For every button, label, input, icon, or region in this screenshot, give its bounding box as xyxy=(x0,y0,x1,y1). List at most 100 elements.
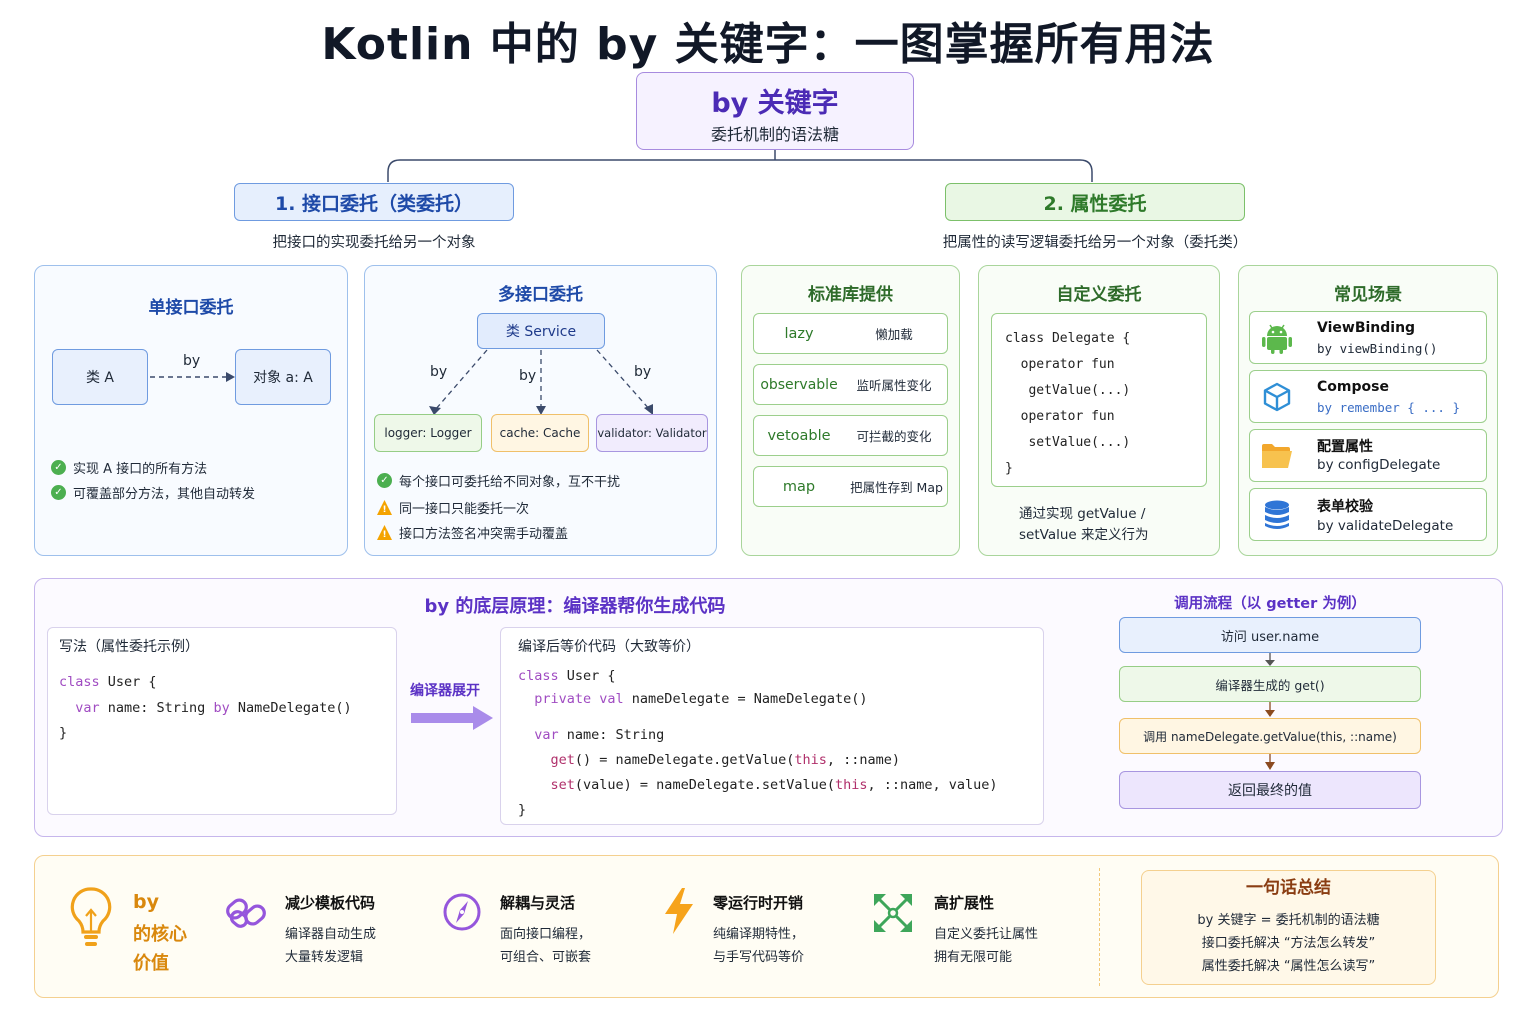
compass-icon xyxy=(443,893,481,931)
validator-box: validator: Validator xyxy=(596,414,708,452)
android-icon xyxy=(1262,324,1292,354)
database-icon xyxy=(1265,500,1289,529)
value-line: 大量转发逻辑 xyxy=(285,950,364,965)
value-title: 减少模板代码 xyxy=(285,894,376,912)
flow-step-1: 访问 user.name xyxy=(1119,617,1421,653)
by-label: by xyxy=(183,353,201,369)
by-label-left: by xyxy=(430,364,448,380)
single-point-2-text: 可覆盖部分方法，其他自动转发 xyxy=(73,487,256,502)
scene-item-viewbinding: ViewBinding by viewBinding() xyxy=(1249,311,1487,364)
section2-header: 2. 属性委托 xyxy=(945,183,1245,221)
value-line: 拥有无限可能 xyxy=(934,950,1013,965)
multi-warn-1-text: 同一接口只能委托一次 xyxy=(399,502,530,517)
scene-code: by viewBinding() xyxy=(1317,341,1438,356)
service-label: 类 Service xyxy=(505,324,577,340)
stdlib-desc: 懒加载 xyxy=(875,327,913,342)
section1-header-label: 1. 接口委托（类委托） xyxy=(274,192,474,215)
stdlib-desc: 监听属性变化 xyxy=(856,378,932,393)
check-icon: ✓ xyxy=(51,485,66,500)
value-title: 高扩展性 xyxy=(934,894,995,912)
summary-line-3: 属性委托解决 “属性怎么读写” xyxy=(1201,959,1376,974)
scene-item-config: 配置属性 by configDelegate xyxy=(1249,429,1487,482)
flow-step-2-label: 编译器生成的 get() xyxy=(1215,677,1325,693)
root-title: by 关键字 xyxy=(711,88,839,119)
write-code-line-1: class User { xyxy=(59,674,157,690)
multi-warn-1: !同一接口只能委托一次 xyxy=(377,498,529,517)
custom-code-line: operator fun xyxy=(1005,409,1115,424)
folder-icon xyxy=(1262,444,1292,468)
flow-step-3: 调用 nameDelegate.getValue(this, ::name) xyxy=(1119,718,1421,754)
logger-label: logger: Logger xyxy=(384,426,472,440)
dashed-arrow xyxy=(150,372,235,382)
stdlib-panel: 标准库提供 lazy 懒加载 observable 监听属性变化 vetoabl… xyxy=(741,265,960,556)
scene-code: by configDelegate xyxy=(1317,457,1441,473)
by-label-right: by xyxy=(634,364,652,380)
multi-ok-point: ✓每个接口可委托给不同对象，互不干扰 xyxy=(377,471,620,490)
stdlib-title: 标准库提供 xyxy=(808,285,893,305)
validator-label: validator: Validator xyxy=(597,426,707,440)
expand-label: 编译器展开 xyxy=(410,683,480,699)
custom-code-box: class Delegate { operator fun getValue(.… xyxy=(991,313,1207,487)
custom-code-line: setValue(...) xyxy=(1005,435,1131,450)
scenes-panel: 常见场景 ViewBinding by viewBinding() Compos… xyxy=(1238,265,1498,556)
section2-desc: 把属性的读写逻辑委托给另一个对象（委托类） xyxy=(942,235,1248,251)
logger-box: logger: Logger xyxy=(374,414,482,452)
check-icon: ✓ xyxy=(377,473,392,488)
value-line: 纯编译期特性， xyxy=(713,927,805,942)
scene-code: by validateDelegate xyxy=(1317,518,1454,534)
root-connector xyxy=(387,150,1093,182)
compiled-code-line-4: get() = nameDelegate.getValue(this, ::na… xyxy=(518,752,901,768)
flow-title: 调用流程（以 getter 为例） xyxy=(1174,596,1366,612)
value-line: 面向接口编程， xyxy=(500,927,592,942)
compiled-code-line-5: set(value) = nameDelegate.setValue(this,… xyxy=(518,777,998,793)
single-interface-title: 单接口委托 xyxy=(148,298,234,318)
values-label-1: by xyxy=(133,891,159,913)
class-a-box: 类 A xyxy=(52,349,148,405)
write-code-line-3: } xyxy=(59,725,68,741)
stdlib-desc: 把属性存到 Map xyxy=(850,480,943,495)
flow-step-2: 编译器生成的 get() xyxy=(1119,666,1421,702)
custom-note-1: 通过实现 getValue / xyxy=(1019,506,1146,522)
root-subtitle: 委托机制的语法糖 xyxy=(710,125,839,144)
multi-warn-2-text: 接口方法签名冲突需手动覆盖 xyxy=(399,527,569,542)
value-line: 与手写代码等价 xyxy=(713,950,805,965)
summary-line-1: by 关键字 = 委托机制的语法糖 xyxy=(1197,913,1380,928)
flow-step-4-label: 返回最终的值 xyxy=(1228,783,1312,799)
values-label-2: 的核心 xyxy=(133,924,187,945)
expand-icon xyxy=(874,894,912,932)
multi-warn-2: ! 接口方法签名冲突需手动覆盖 xyxy=(377,523,568,542)
principle-title: by 的底层原理：编译器帮你生成代码 xyxy=(424,596,726,617)
stdlib-name: vetoable xyxy=(767,427,831,444)
values-label-3: 价值 xyxy=(133,953,169,974)
service-box: 类 Service xyxy=(477,313,605,349)
stdlib-name: map xyxy=(782,478,816,495)
scene-name: Compose xyxy=(1317,379,1389,395)
root-box: by 关键字 委托机制的语法糖 xyxy=(636,72,914,150)
flow-step-3-label: 调用 nameDelegate.getValue(this, ::name) xyxy=(1143,729,1397,744)
scene-name: ViewBinding xyxy=(1317,320,1416,336)
lightbulb-icon xyxy=(70,887,112,946)
write-code-line-2: var name: String by NameDelegate() xyxy=(59,700,352,716)
custom-delegate-panel: 自定义委托 class Delegate { operator fun getV… xyxy=(978,265,1220,556)
compiled-title: 编译后等价代码（大致等价） xyxy=(518,639,700,655)
custom-code-line: getValue(...) xyxy=(1005,383,1131,398)
value-title: 解耦与灵活 xyxy=(500,894,576,912)
warning-icon: ! xyxy=(377,525,392,540)
value-line: 可组合、可嵌套 xyxy=(500,950,592,965)
check-icon: ✓ xyxy=(51,460,66,475)
scene-item-form: 表单校验 by validateDelegate xyxy=(1249,488,1487,541)
summary-line-2: 接口委托解决 “方法怎么转发” xyxy=(1201,936,1376,951)
multi-interface-title: 多接口委托 xyxy=(498,285,583,305)
custom-code-line: class Delegate { xyxy=(1005,331,1131,346)
principle-panel: by 的底层原理：编译器帮你生成代码 写法（属性委托示例） class User… xyxy=(34,578,1503,837)
single-interface-panel: 单接口委托 类 A 对象 a: A by ✓实现 A 接口的所有方法 ✓可覆盖部… xyxy=(34,265,348,556)
stdlib-name: observable xyxy=(760,376,838,393)
values-divider xyxy=(1099,868,1100,986)
scene-code: by remember { ... } xyxy=(1317,400,1460,415)
scene-name: 表单校验 xyxy=(1317,499,1373,515)
expand-arrow-icon xyxy=(411,706,493,730)
page-title: Kotlin 中的 by 关键字：一图掌握所有用法 xyxy=(321,19,1215,70)
compiled-code-line-1: class User { xyxy=(518,668,616,684)
write-code-box: 写法（属性委托示例） class User { var name: String… xyxy=(47,627,397,815)
stdlib-item-observable: observable 监听属性变化 xyxy=(753,364,948,405)
